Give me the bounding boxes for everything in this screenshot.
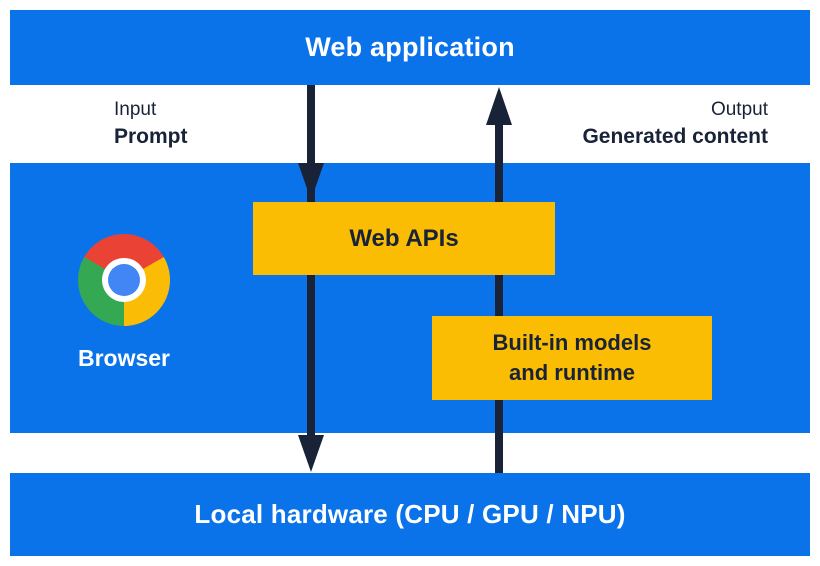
arrowhead-down-into-web-apis: [298, 163, 324, 200]
browser-group: Browser: [59, 234, 189, 372]
input-annotation: Input Prompt: [114, 97, 188, 151]
web-apis-box: Web APIs: [253, 202, 555, 275]
local-hardware-label: Local hardware (CPU / GPU / NPU): [194, 499, 626, 529]
local-hardware-bar: Local hardware (CPU / GPU / NPU): [10, 473, 810, 556]
chrome-logo-center: [108, 264, 140, 296]
builtin-models-label-line1: Built-in models: [492, 330, 652, 355]
arrowhead-up-into-web-application: [486, 87, 512, 125]
output-label: Output: [710, 99, 768, 120]
input-value-prompt: Prompt: [114, 125, 188, 148]
input-label: Input: [114, 99, 157, 120]
builtin-models-box: Built-in models and runtime: [432, 316, 712, 400]
builtin-models-label-line2: and runtime: [509, 360, 635, 385]
output-value-generated-content: Generated content: [582, 125, 768, 148]
web-apis-label: Web APIs: [349, 224, 459, 252]
arrowhead-down-into-local-hardware: [298, 435, 324, 472]
browser-label: Browser: [77, 345, 171, 371]
web-application-label: Web application: [305, 32, 515, 62]
web-application-bar: Web application: [10, 10, 810, 85]
chrome-logo-icon: [78, 234, 170, 326]
output-annotation: Output Generated content: [582, 97, 768, 151]
output-flow-arrow-line: [495, 118, 503, 473]
